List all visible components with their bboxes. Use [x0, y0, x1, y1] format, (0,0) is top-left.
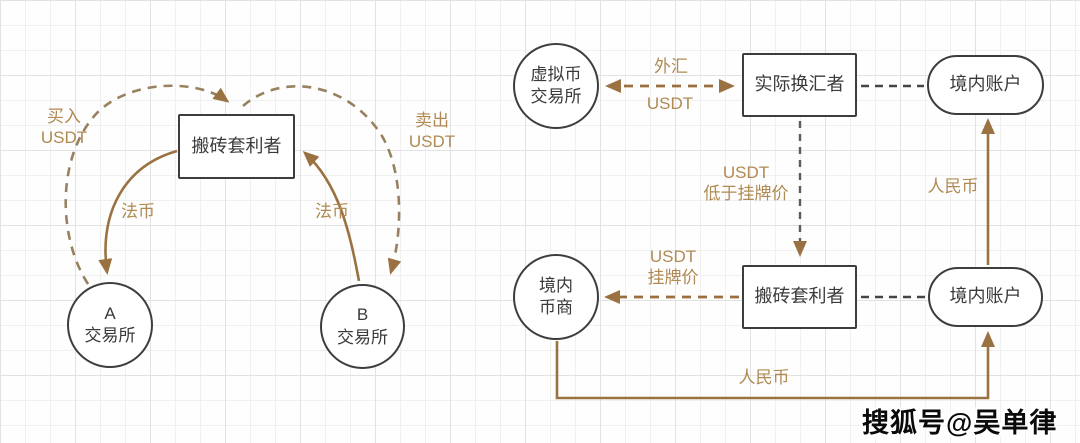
label-sell-usdt: 卖出 USDT: [384, 110, 480, 153]
label-usdt-below-line2: 低于挂牌价: [703, 184, 789, 204]
label-usdt-list-line1: USDT: [649, 247, 697, 266]
node-domestic-account-top: 境内账户: [927, 55, 1044, 115]
label-buy-usdt-line2: USDT: [40, 128, 88, 148]
arrow-fiat-arbitrageur-to-a: [98, 149, 178, 275]
node-domestic-dealer: 境内 币商: [513, 254, 599, 340]
label-fiat-left: 法币: [121, 202, 155, 221]
label-buy-usdt-line1: 买入: [47, 107, 81, 126]
arrow-buy-usdt-a-to-arbitrageur: [64, 84, 230, 285]
node-domestic-account-bottom: 境内账户: [928, 267, 1043, 327]
arrow-fiat-b-to-arbitrageur: [302, 150, 361, 282]
label-usdt-list-price: USDT 挂牌价: [627, 246, 719, 289]
label-sell-usdt-line2: USDT: [408, 132, 456, 152]
arrow-sell-usdt-arbitrageur-to-b: [242, 85, 402, 275]
exchange-a-line2: 交易所: [84, 326, 136, 345]
label-usdt-below-list-price: USDT 低于挂牌价: [698, 162, 794, 205]
label-forex: 外汇: [654, 57, 688, 76]
arrow-rmb-dealer-to-account-bottom: [555, 331, 995, 400]
label-buy-usdt: 买入 USDT: [18, 106, 110, 149]
exchange-a-line1: A: [104, 303, 116, 323]
label-usdt: USDT: [646, 94, 694, 113]
node-actual-exchanger: 实际换汇者: [742, 53, 857, 117]
exchange-b-line2: 交易所: [337, 327, 388, 347]
label-usdt-below-line1: USDT: [722, 163, 770, 182]
domestic-dealer-line1: 境内: [539, 275, 573, 295]
label-rmb-vertical: 人民币: [927, 177, 979, 196]
label-fiat-right: 法币: [315, 202, 349, 221]
crypto-exchange-line2: 交易所: [530, 87, 582, 106]
node-exchange-a: A 交易所: [67, 282, 153, 368]
node-crypto-exchange: 虚拟币 交易所: [513, 43, 599, 129]
exchange-b-line1: B: [356, 305, 369, 325]
crypto-exchange-line1: 虚拟币: [530, 64, 582, 84]
node-arbitrageur-left: 搬砖套利者: [178, 114, 295, 179]
watermark-sohu-author: 搜狐号@吴单律师: [862, 408, 1058, 438]
label-rmb-bottom: 人民币: [738, 368, 790, 387]
node-arbitrageur-right: 搬砖套利者: [742, 265, 857, 329]
label-sell-usdt-line1: 卖出: [415, 111, 449, 130]
label-usdt-list-line2: 挂牌价: [647, 268, 699, 288]
domestic-dealer-line2: 币商: [539, 298, 573, 317]
node-exchange-b: B 交易所: [320, 284, 405, 369]
